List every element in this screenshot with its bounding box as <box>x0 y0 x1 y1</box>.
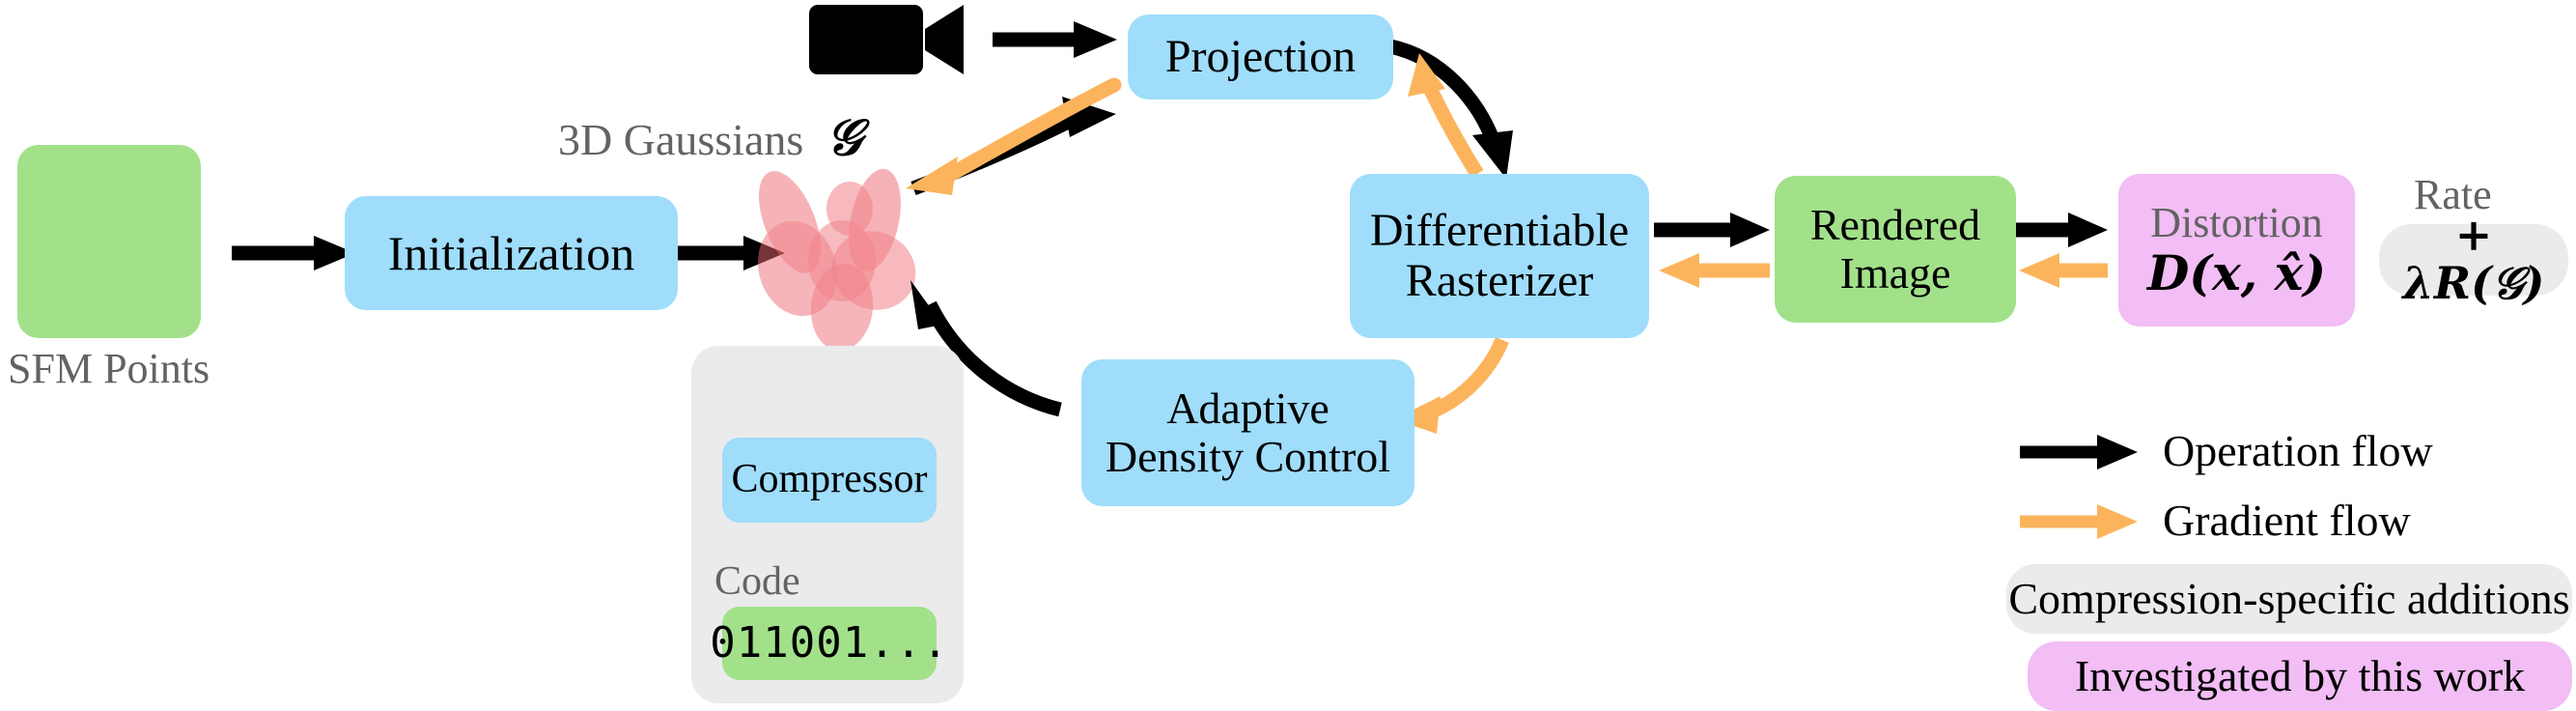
rendered-line-2: Image <box>1839 248 1951 298</box>
distortion-label: Distortion <box>2150 198 2323 246</box>
rendered-image-box: Rendered Image <box>1775 176 2016 323</box>
legend-swatch-investigated: Investigated by this work <box>2028 641 2572 711</box>
arrow-distortion-to-rendered-gradient <box>2019 253 2108 288</box>
arrow-initialization-to-gaussians <box>676 236 785 270</box>
rate-label: Rate <box>2414 171 2492 218</box>
code-value-box: 011001... <box>710 607 948 680</box>
rasterizer-line-2: Rasterizer <box>1405 255 1594 306</box>
code-label: Code <box>714 559 800 604</box>
adc-line-1: Adaptive <box>1166 384 1330 434</box>
distortion-box: Distortion D(𝒙, 𝒙̂) <box>2118 174 2355 327</box>
arrow-projection-to-gaussians-gradient <box>906 77 1122 195</box>
compressor-box[interactable]: Compressor <box>722 438 937 523</box>
projection-box[interactable]: Projection <box>1128 14 1393 100</box>
initialization-box[interactable]: Initialization <box>345 196 678 310</box>
gaussians-label-text: 3D Gaussians <box>558 115 804 164</box>
sfm-points-box <box>17 145 201 338</box>
sfm-points-label: SFM Points <box>8 345 210 392</box>
legend-item-operation-flow-label: Operation flow <box>2163 426 2433 475</box>
legend-swatch-compression-additions: Compression-specific additions <box>2006 564 2572 634</box>
arrow-rendered-to-rasterizer-gradient <box>1659 253 1770 288</box>
legend-black-arrow-icon <box>2020 435 2138 469</box>
gaussians-label: 3D Gaussians 𝒢 <box>558 108 862 168</box>
differentiable-rasterizer-box[interactable]: Differentiable Rasterizer <box>1350 174 1649 338</box>
adaptive-density-control-box[interactable]: Adaptive Density Control <box>1081 359 1414 506</box>
legend-item-gradient-flow-label: Gradient flow <box>2163 496 2411 545</box>
adc-line-2: Density Control <box>1105 432 1391 481</box>
gaussian-blob-icon <box>757 168 916 351</box>
video-camera-icon <box>809 5 964 74</box>
legend-swatch-investigated-label: Investigated by this work <box>2074 651 2526 701</box>
arrow-gaussians-to-projection <box>910 97 1116 196</box>
legend-orange-arrow-icon <box>2020 504 2138 539</box>
arrow-rasterizer-to-rendered <box>1654 213 1770 247</box>
rate-formula-box: + λR(𝒢) <box>2379 211 2568 307</box>
arrow-rasterizer-to-projection-gradient <box>1408 53 1484 178</box>
legend-swatch-compression-label: Compression-specific additions <box>2008 574 2570 624</box>
code-value: 011001... <box>710 618 949 668</box>
gaussians-symbol: 𝒢 <box>826 108 862 167</box>
rate-formula: + λR(𝒢) <box>2402 209 2545 309</box>
arrow-camera-to-projection <box>993 21 1117 58</box>
rendered-line-1: Rendered <box>1809 200 1981 250</box>
arrow-projection-to-rasterizer <box>1388 39 1513 179</box>
distortion-formula: D(𝒙, 𝒙̂) <box>2146 243 2327 301</box>
arrow-rendered-to-distortion <box>2016 213 2108 247</box>
rasterizer-line-1: Differentiable <box>1369 205 1630 257</box>
arrow-sfm-to-initialization <box>232 236 355 270</box>
